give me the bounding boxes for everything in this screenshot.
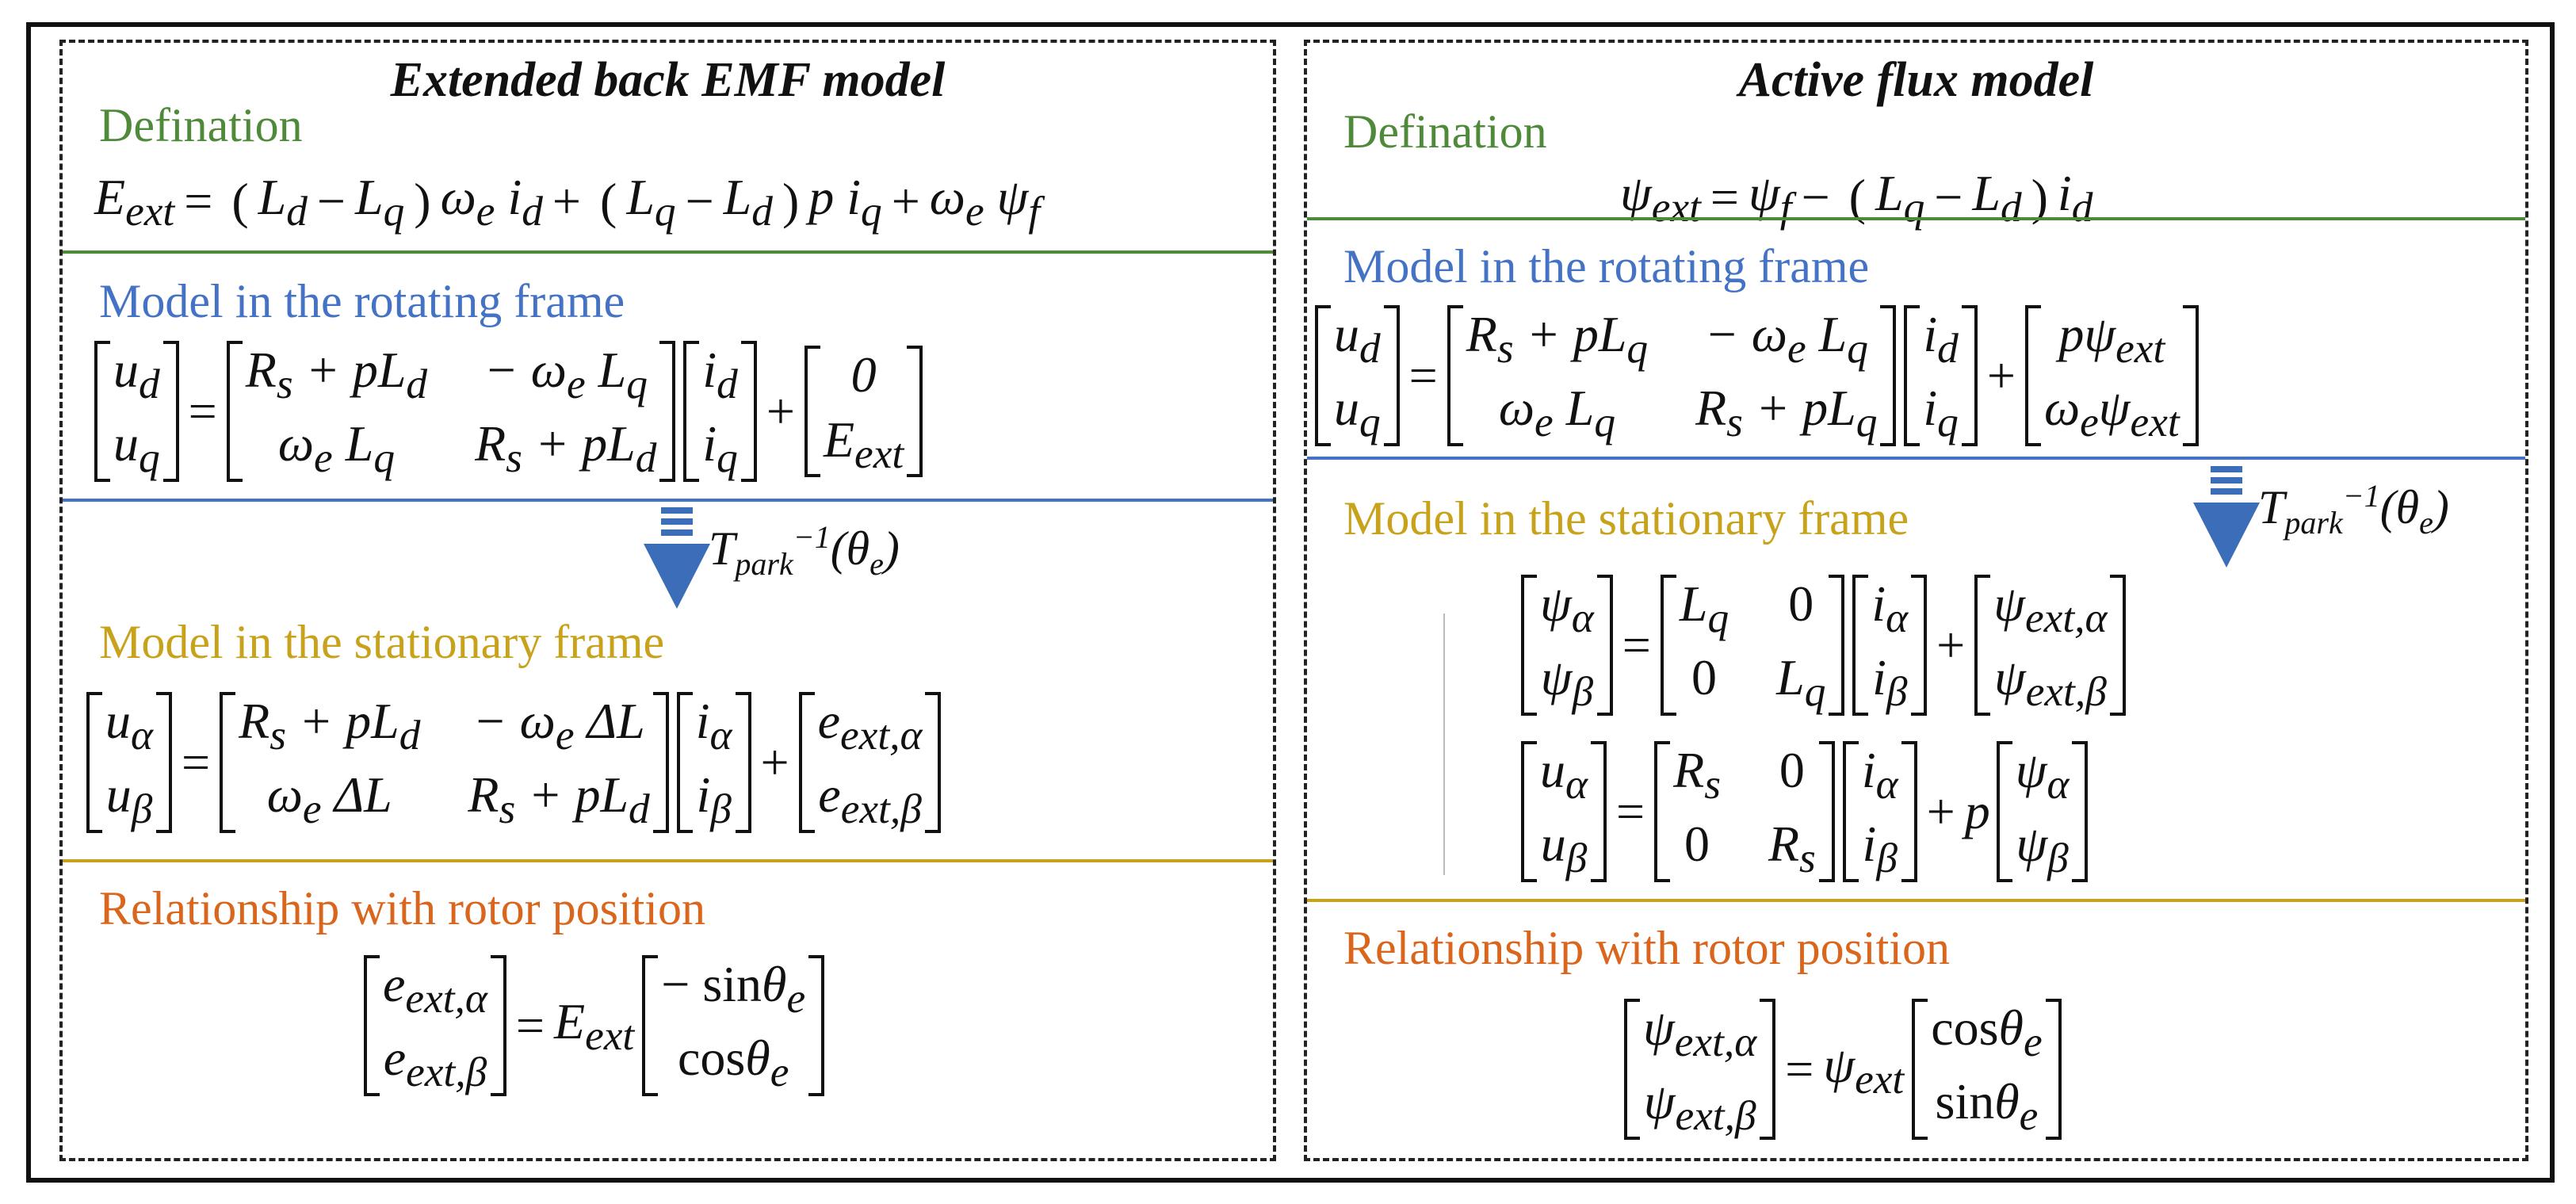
right-definition-equation: ψext=ψf− (Lq−Ld)id (1620, 164, 2093, 231)
right-transform-label: Tpark−1(θe) (2258, 478, 2449, 541)
right-stationary-bracket-line (1443, 613, 1445, 875)
right-panel: Active flux model Defination ψext=ψf− (L… (1304, 40, 2528, 1161)
right-definition-heading: Defination (1343, 105, 1547, 158)
left-definition-heading: Defination (99, 99, 303, 151)
left-divider-definition (63, 250, 1273, 254)
left-rotating-heading: Model in the rotating frame (99, 275, 625, 327)
right-transform-arrow-icon (2193, 466, 2260, 568)
right-divider-stationary (1307, 899, 2525, 902)
left-transform-label: Tpark−1(θe) (709, 519, 900, 582)
right-rotating-heading: Model in the rotating frame (1343, 240, 1870, 292)
right-relationship-heading: Relationship with rotor position (1343, 922, 1950, 974)
right-divider-definition (1307, 217, 2525, 220)
left-panel-title: Extended back EMF model (390, 53, 946, 107)
left-relationship-heading: Relationship with rotor position (99, 882, 705, 935)
left-definition-equation: Eext= (Ld−Lq) ωe id+ (Lq−Ld) p iq+ωe ψf (94, 168, 1041, 235)
right-stationary-heading: Model in the stationary frame (1343, 492, 1909, 545)
left-divider-stationary (63, 859, 1273, 862)
left-stationary-heading: Model in the stationary frame (99, 616, 665, 668)
left-divider-rotating (63, 499, 1273, 502)
figure-frame (26, 22, 2555, 1183)
right-divider-rotating (1307, 457, 2525, 460)
left-panel: Extended back EMF model Defination Eext=… (59, 40, 1276, 1161)
right-panel-title: Active flux model (1738, 53, 2094, 107)
left-transform-arrow-icon (644, 507, 710, 609)
